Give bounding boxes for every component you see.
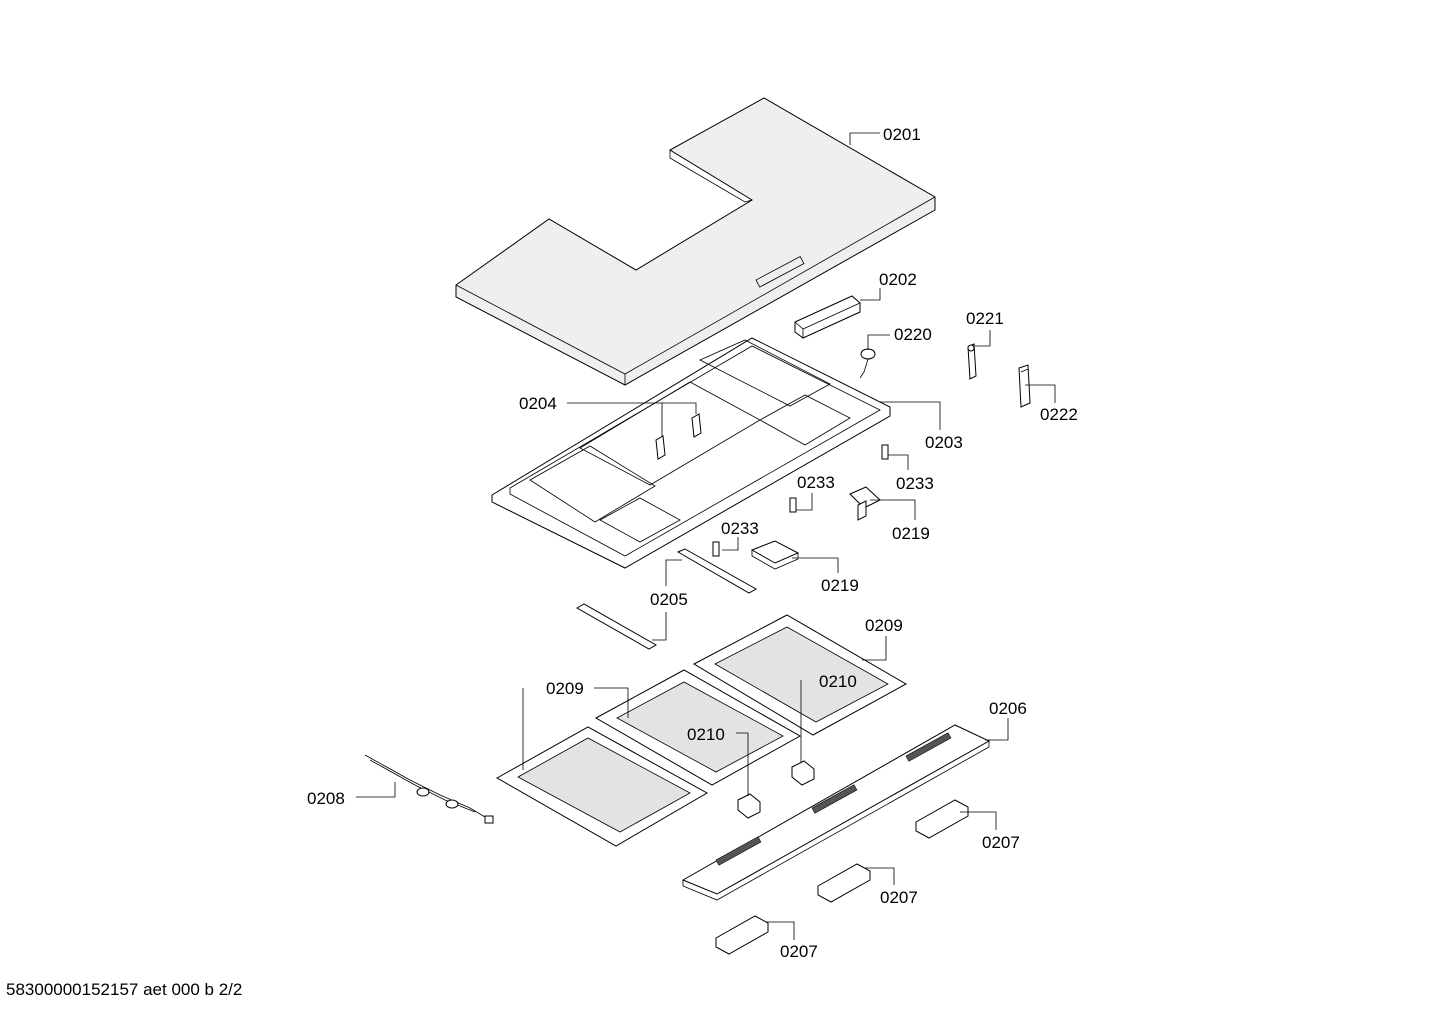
callout-0208: 0208 xyxy=(307,789,345,808)
part-0233-clips xyxy=(712,444,889,557)
callout-labels: 0201 0202 0220 0221 0222 0204 0203 0233 … xyxy=(307,125,1078,961)
callout-0205: 0205 xyxy=(650,590,688,609)
callout-0221: 0221 xyxy=(966,309,1004,328)
part-0205-rails xyxy=(575,548,758,650)
callout-0222: 0222 xyxy=(1040,405,1078,424)
callout-0201: 0201 xyxy=(883,125,921,144)
callout-0219-lower: 0219 xyxy=(821,576,859,595)
callout-0204: 0204 xyxy=(519,394,557,413)
part-0201-top-panel xyxy=(455,97,936,386)
callout-0233-right: 0233 xyxy=(896,474,934,493)
part-0203-housing xyxy=(491,337,891,569)
callout-0233-left: 0233 xyxy=(721,519,759,538)
callout-0209-right: 0209 xyxy=(865,616,903,635)
document-id: 58300000152157 aet 000 b 2/2 xyxy=(6,980,243,999)
part-0222-bracket xyxy=(1018,364,1031,408)
callout-0207-left: 0207 xyxy=(780,942,818,961)
callout-0203: 0203 xyxy=(925,433,963,452)
part-0210-feet xyxy=(737,760,815,819)
leader-lines xyxy=(356,132,1056,940)
callout-0207-middle: 0207 xyxy=(880,888,918,907)
part-0202-connector xyxy=(794,295,861,339)
callout-0220: 0220 xyxy=(894,325,932,344)
part-0209-frames xyxy=(495,614,908,847)
part-0206-panel xyxy=(681,724,991,901)
part-0208-cable xyxy=(364,754,494,824)
callout-0233-middle: 0233 xyxy=(797,473,835,492)
callout-0219-upper: 0219 xyxy=(892,524,930,543)
callout-0210-left: 0210 xyxy=(687,725,725,744)
part-0220-sensor xyxy=(859,348,876,379)
part-0221-clip xyxy=(967,343,977,380)
callout-0202: 0202 xyxy=(879,270,917,289)
callout-0206: 0206 xyxy=(989,699,1027,718)
callout-0209-left: 0209 xyxy=(546,679,584,698)
part-0219-latches xyxy=(750,486,881,570)
callout-0207-right: 0207 xyxy=(982,833,1020,852)
part-0204-hooks xyxy=(655,413,702,460)
callout-0210-right: 0210 xyxy=(819,672,857,691)
part-0207-blocks xyxy=(715,799,969,955)
